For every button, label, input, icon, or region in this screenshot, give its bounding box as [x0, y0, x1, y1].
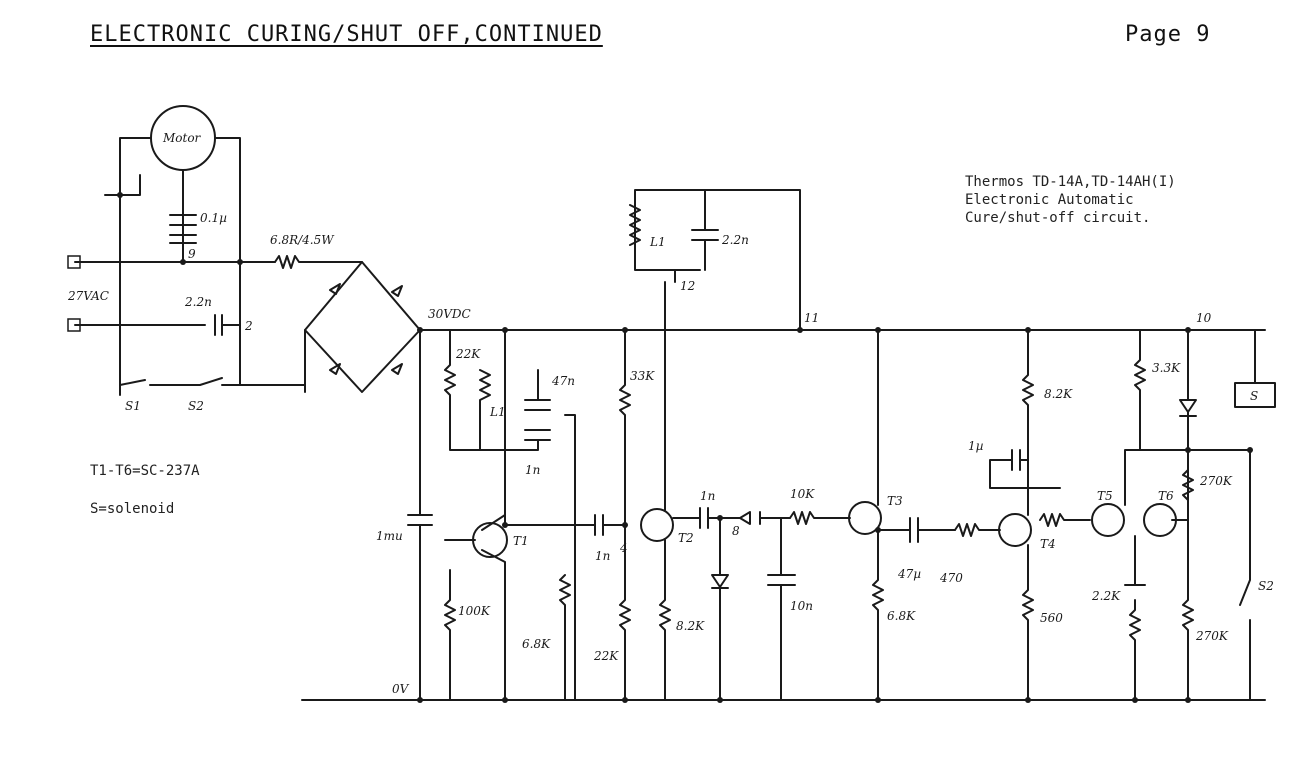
ac-terminal-2	[67, 318, 81, 332]
transistor-t4	[998, 513, 1032, 547]
ac-voltage-label: 27VAC	[67, 289, 109, 303]
svg-text:22K: 22K	[455, 347, 481, 361]
svg-text:12: 12	[680, 279, 695, 293]
svg-text:560: 560	[1040, 611, 1063, 625]
circuit-description: Thermos TD-14A,TD-14AH(I) Electronic Aut…	[965, 173, 1176, 227]
svg-text:10: 10	[1196, 311, 1212, 325]
l1-tank: L1 2.2n 12	[629, 189, 801, 331]
svg-text:470: 470	[939, 571, 963, 585]
transistor-t1	[472, 522, 508, 558]
svg-text:22K: 22K	[593, 649, 619, 663]
svg-text:8.2K: 8.2K	[1044, 387, 1073, 401]
svg-text:4: 4	[619, 541, 628, 555]
svg-text:1µ: 1µ	[968, 439, 984, 453]
capacitor-0-1u-label: 0.1µ	[200, 211, 227, 225]
svg-text:T6: T6	[1158, 489, 1174, 503]
transistor-legend: T1-T6=SC-237A	[90, 463, 200, 479]
svg-text:10n: 10n	[790, 599, 813, 613]
motor-section: Motor 0.1µ 9	[104, 105, 241, 396]
svg-text:T3: T3	[887, 494, 903, 508]
zero-volt-label: 0V	[392, 682, 410, 696]
capacitor-0-1u	[169, 214, 197, 226]
t5-t6-stage: T5 T6 3.3K 270K 270K 2.2K S S2	[1091, 329, 1276, 701]
svg-text:1n: 1n	[700, 489, 715, 503]
svg-text:8.2K: 8.2K	[676, 619, 705, 633]
t2-stage: 1n 33K 22K T2 4 8.2K 1n	[579, 281, 741, 701]
svg-text:100K: 100K	[458, 604, 491, 618]
svg-text:9: 9	[188, 247, 196, 261]
description-line-3: Cure/shut-off circuit.	[965, 210, 1151, 226]
svg-text:2.2n: 2.2n	[184, 295, 212, 309]
resistor-input	[274, 255, 311, 269]
svg-text:11: 11	[804, 311, 819, 325]
solenoid-legend: S=solenoid	[90, 501, 175, 517]
capacitor-1mu	[407, 329, 433, 701]
svg-text:270K: 270K	[1195, 629, 1229, 643]
svg-text:1n: 1n	[595, 549, 610, 563]
svg-text:270K: 270K	[1199, 474, 1233, 488]
junction-dots	[117, 192, 1253, 703]
svg-text:2.2n: 2.2n	[721, 233, 749, 247]
capacitor-1n-b	[579, 514, 626, 536]
svg-text:L1: L1	[489, 405, 506, 419]
transistor-t2	[640, 508, 674, 542]
svg-text:3.3K: 3.3K	[1152, 361, 1181, 375]
ac-terminal-1	[67, 255, 81, 269]
switch-s1-label: S1	[125, 399, 141, 413]
t3-stage: 8 10n 10K T3 6.8K 47µ 470	[711, 329, 1001, 701]
resistor-input-label: 6.8R/4.5W	[270, 233, 335, 247]
description-line-2: Electronic Automatic	[965, 192, 1134, 208]
svg-text:10K: 10K	[790, 487, 815, 501]
page-number: Page 9	[1125, 22, 1211, 47]
svg-text:T1: T1	[513, 534, 529, 548]
svg-text:2: 2	[244, 319, 253, 333]
ac-input: 6.8R/4.5W 2.2n 2 27VAC S1 S2	[67, 233, 335, 413]
bridge-rectifier: 30VDC	[304, 261, 471, 393]
svg-text:T4: T4	[1040, 537, 1056, 551]
motor-label: Motor	[162, 131, 202, 145]
svg-text:S2: S2	[1258, 579, 1274, 593]
svg-text:T2: T2	[678, 531, 694, 545]
svg-text:L1: L1	[649, 235, 666, 249]
svg-text:T5: T5	[1097, 489, 1113, 503]
svg-text:33K: 33K	[630, 369, 655, 383]
svg-text:47µ: 47µ	[897, 567, 921, 581]
t1-stage: 22K L1 47n 1n T1 100K 6.8K	[444, 329, 581, 701]
transistor-t3	[848, 501, 882, 535]
page-title: ELECTRONIC CURING/SHUT OFF,CONTINUED	[90, 22, 603, 47]
svg-text:1mu: 1mu	[376, 529, 403, 543]
svg-text:6.8K: 6.8K	[887, 609, 916, 623]
transistor-t5	[1091, 503, 1125, 537]
svg-text:S2: S2	[188, 399, 204, 413]
svg-text:8: 8	[732, 524, 740, 538]
dc-voltage-label: 30VDC	[428, 307, 471, 321]
svg-text:47n: 47n	[551, 374, 575, 388]
description-line-1: Thermos TD-14A,TD-14AH(I)	[965, 174, 1176, 190]
svg-text:1n: 1n	[525, 463, 540, 477]
svg-text:6.8K: 6.8K	[522, 637, 551, 651]
capacitor-2-2n	[74, 314, 241, 336]
t4-stage: T4 8.2K 1µ 560	[968, 329, 1091, 701]
svg-text:2.2K: 2.2K	[1091, 589, 1121, 603]
svg-text:S: S	[1250, 389, 1258, 403]
